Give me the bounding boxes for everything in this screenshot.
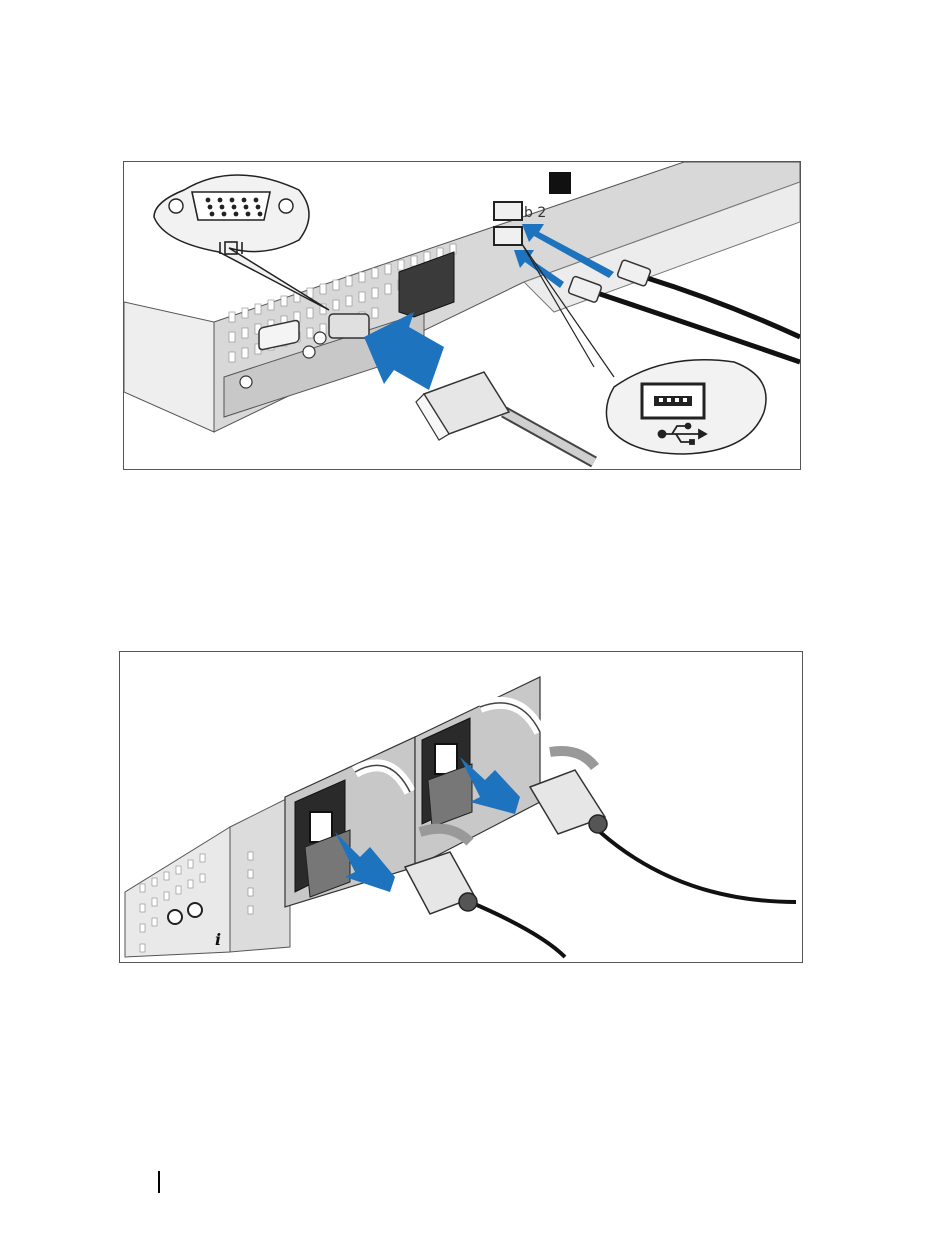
power-cord-icon [530,770,796,902]
power-cord-icon [405,852,565,957]
video-usb-connection-figure: b 2 [123,161,801,470]
page-footer-rule [158,1171,160,1193]
port-label: b 2 [524,205,546,221]
vga-callout [154,175,329,310]
usb-port-icon [642,384,704,418]
server-chassis: i [125,797,290,957]
power-supply-icon [285,737,415,907]
info-icon: i [215,930,221,949]
vga-cable [416,372,594,462]
power-connection-figure: i [119,651,803,963]
power-supply-icon [415,677,540,867]
retention-clip [550,751,595,767]
